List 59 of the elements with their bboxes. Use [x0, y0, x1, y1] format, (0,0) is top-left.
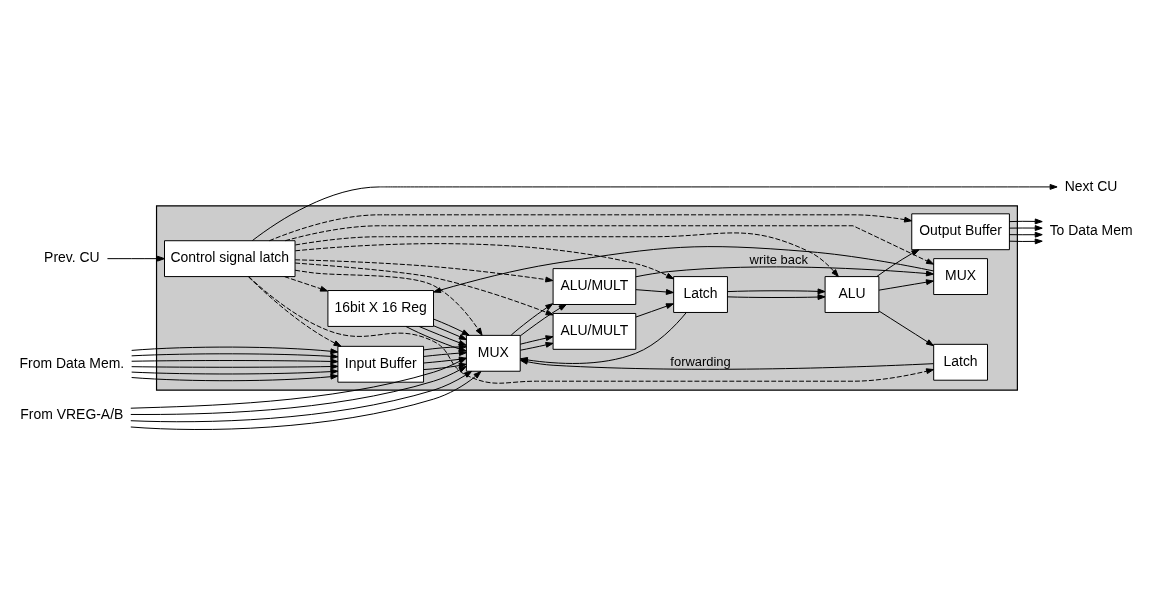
arrow: [727, 293, 826, 300]
arrow: [423, 349, 467, 357]
arrow: [251, 183, 1058, 241]
arrow: [510, 302, 554, 335]
node-box: MUX: [465, 334, 521, 372]
arrow: [519, 303, 567, 336]
arrow: [727, 287, 826, 294]
arrow: [433, 324, 467, 340]
node-box: Control signal latch: [164, 239, 296, 277]
node-text: Prev. CU: [44, 248, 100, 265]
arrow: [130, 365, 467, 415]
arrow: [519, 334, 554, 345]
arrow: [1008, 237, 1043, 244]
arrow: [519, 341, 554, 351]
node-box: ALU: [824, 275, 880, 313]
arrow: [294, 269, 483, 336]
arrow: [294, 231, 839, 277]
arrow: [284, 275, 328, 292]
node-text: To Data Mem: [1049, 221, 1133, 238]
arrow: [130, 370, 482, 430]
arrow: [1008, 217, 1043, 224]
arrow: [247, 275, 342, 347]
arrow: [635, 302, 674, 318]
node-box: ALU/MULT: [552, 312, 637, 350]
arrow: [878, 310, 934, 346]
arrow: [131, 373, 339, 381]
arrow: [268, 213, 913, 241]
arrow: [418, 325, 467, 346]
arrow: [131, 363, 339, 369]
arrow: [130, 370, 473, 422]
arrow: [294, 242, 674, 279]
arrow: [433, 245, 935, 293]
arrow: [635, 265, 934, 277]
edge-label: forwarding: [670, 353, 731, 369]
node-text: From Data Mem.: [19, 354, 125, 371]
arrow: [635, 288, 674, 295]
node-box: ALU/MULT: [552, 267, 637, 305]
node-box: Latch: [673, 275, 728, 313]
arrow: [294, 258, 554, 282]
arrow: [433, 318, 470, 336]
arrow: [1008, 231, 1043, 238]
edge-label: write back: [749, 251, 808, 267]
arrow: [294, 262, 554, 315]
node-box: MUX: [933, 257, 988, 295]
arrow: [131, 346, 339, 354]
node-box: Output Buffer: [911, 212, 1010, 250]
arrow: [106, 255, 165, 262]
node-box: Input Buffer: [337, 345, 425, 383]
arrow: [131, 358, 339, 364]
node-box: Latch: [933, 343, 988, 381]
arrow: [284, 224, 935, 265]
arrow: [876, 248, 920, 277]
arrow: [878, 278, 934, 291]
arrow: [131, 368, 339, 375]
arrow: [1008, 224, 1043, 231]
node-text: Next CU: [1064, 177, 1118, 194]
arrow: [131, 352, 339, 359]
node-box: 16bit X 16 Reg: [327, 289, 434, 327]
node-text: From VREG-A/B: [20, 405, 124, 422]
